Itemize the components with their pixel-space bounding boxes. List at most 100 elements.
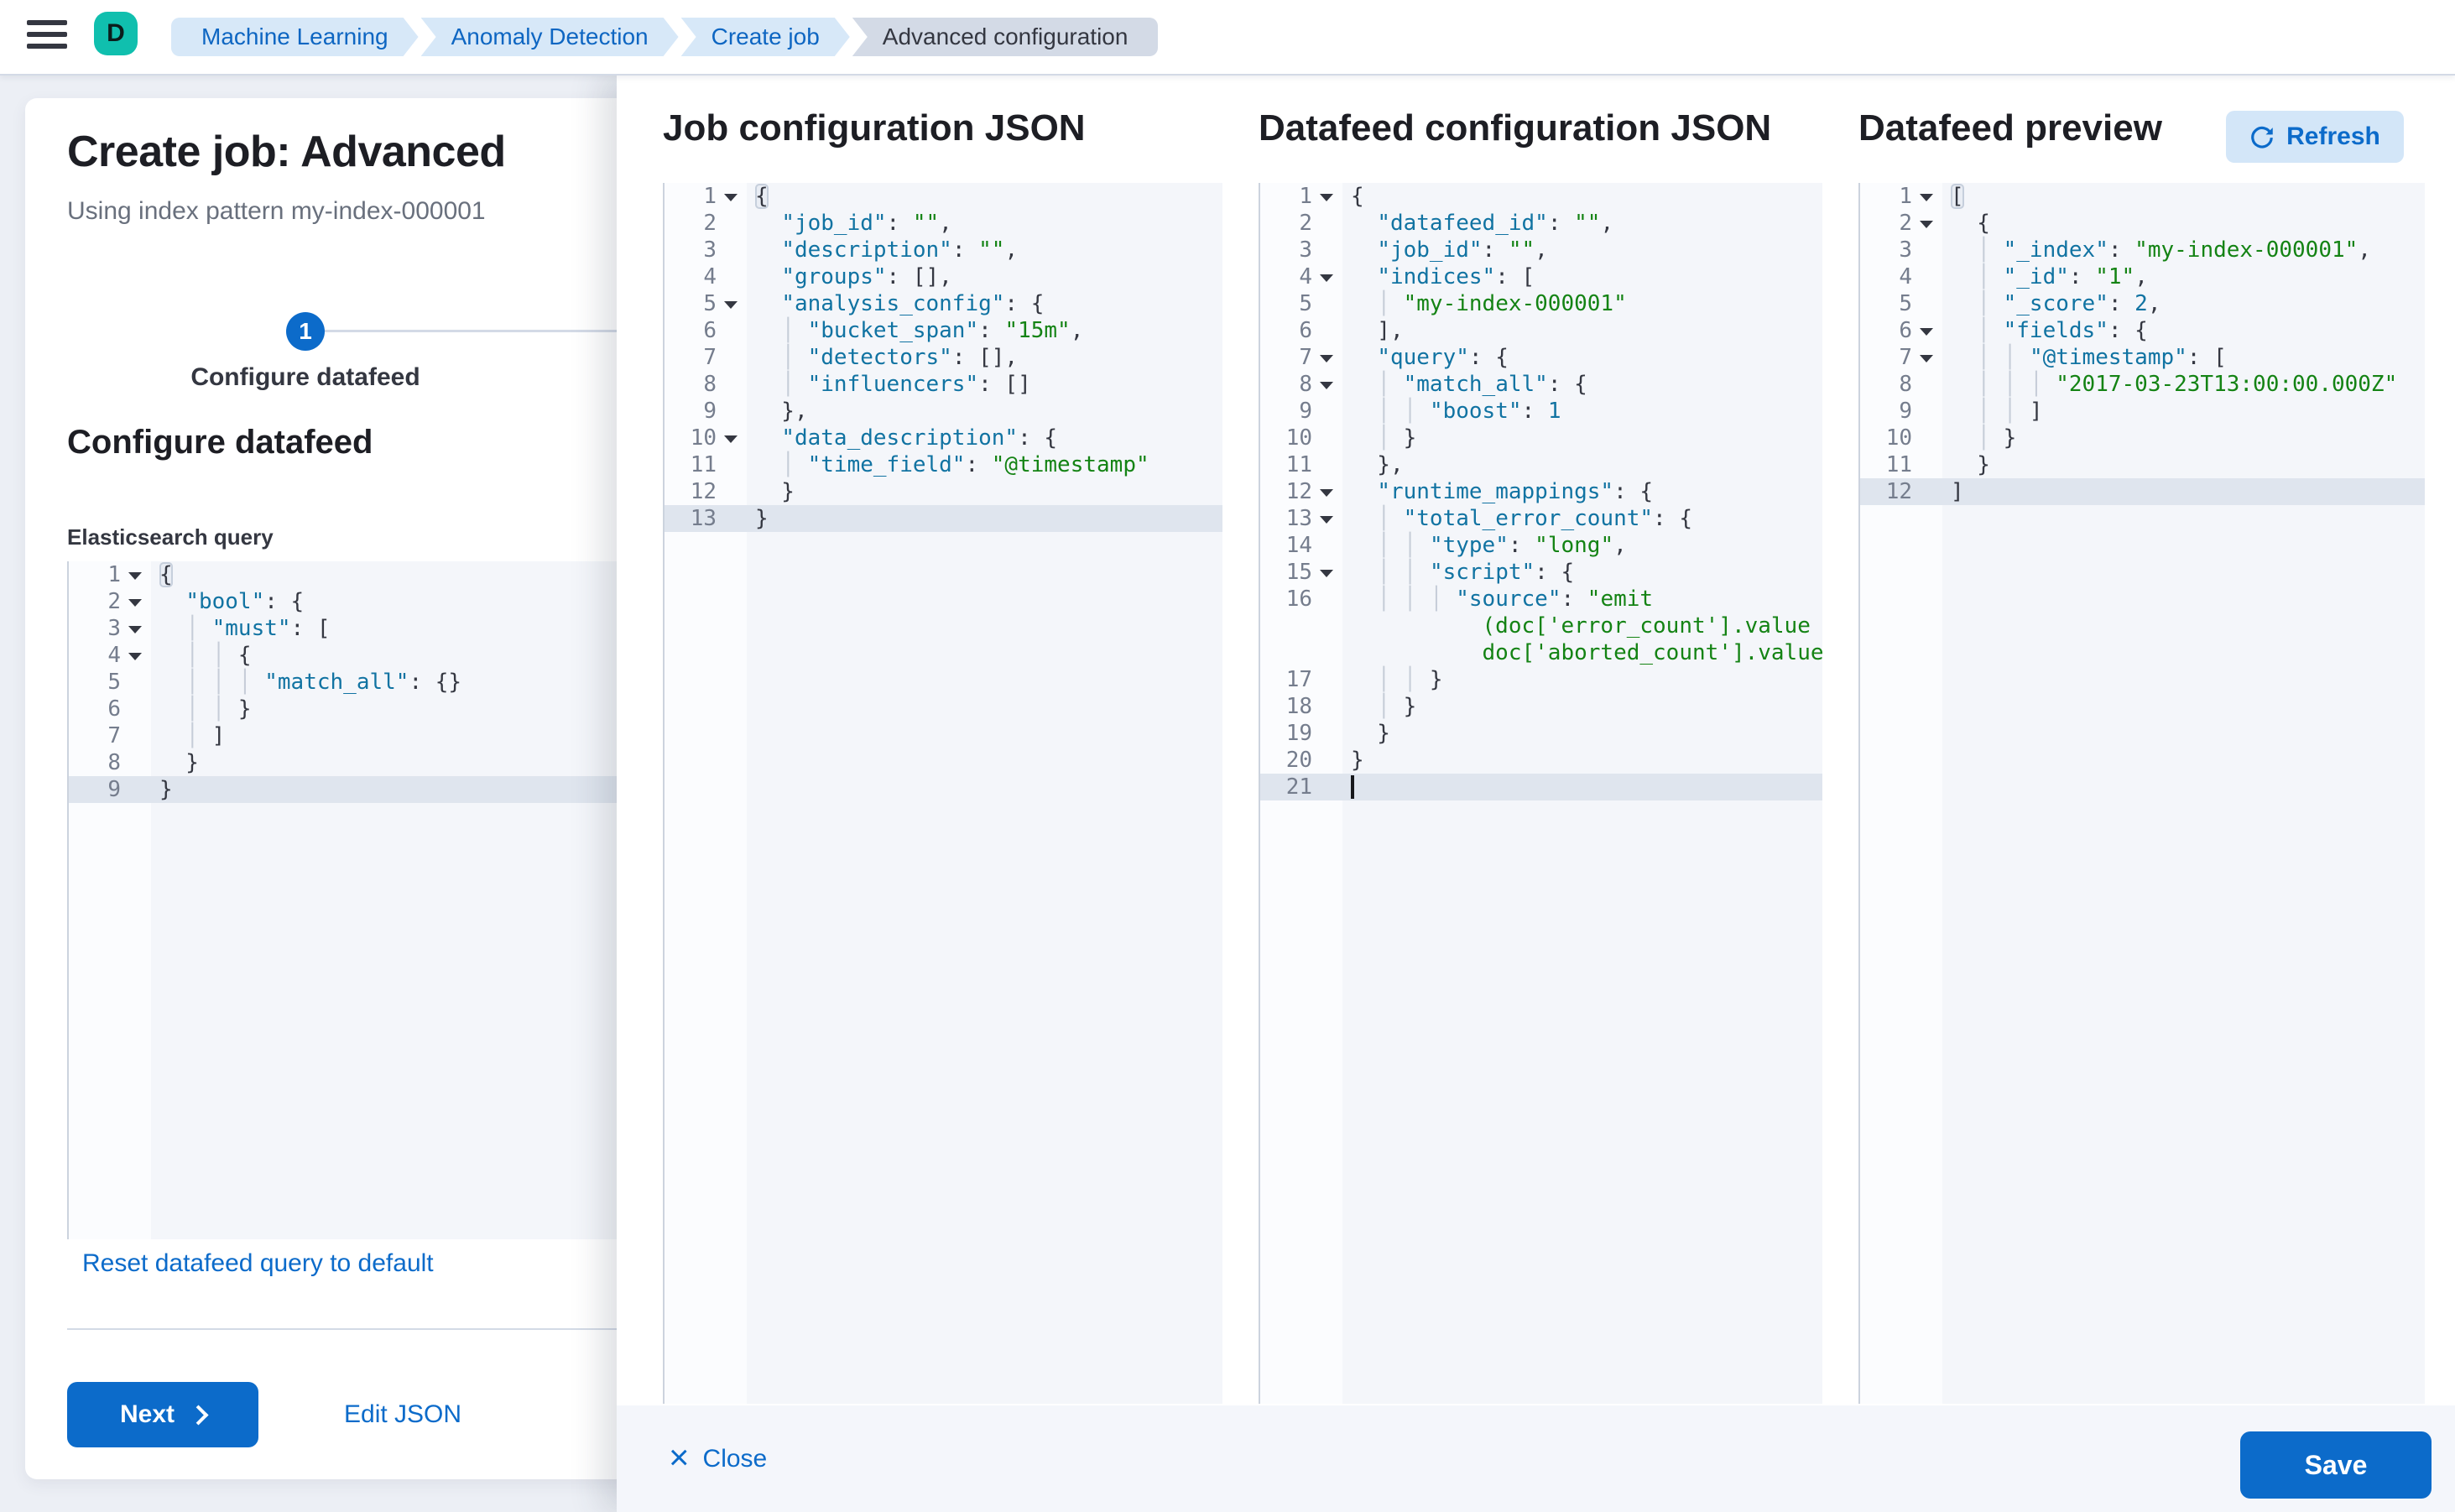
- step-1-indicator[interactable]: 1: [286, 312, 325, 351]
- code-line[interactable]: 11 │ "time_field": "@timestamp": [665, 451, 1222, 478]
- fold-arrow-icon[interactable]: [1312, 263, 1341, 290]
- datafeed-configuration-editor[interactable]: 1{2 "datafeed_id": "",3 "job_id": "",4 "…: [1259, 183, 1822, 1404]
- user-avatar[interactable]: D: [94, 12, 138, 55]
- code-line[interactable]: 10 │ }: [1860, 425, 2425, 451]
- code-line[interactable]: 12 }: [665, 478, 1222, 505]
- fold-arrow-icon[interactable]: [121, 615, 149, 642]
- code-line[interactable]: 3 │ "_index": "my-index-000001",: [1860, 237, 2425, 263]
- code-line[interactable]: 10 "data_description": {: [665, 425, 1222, 451]
- refresh-button[interactable]: Refresh: [2226, 111, 2404, 163]
- code-line[interactable]: 9 │ │ ]: [1860, 398, 2425, 425]
- code-line[interactable]: 20}: [1260, 747, 1822, 774]
- code-line[interactable]: 18 │ }: [1260, 693, 1822, 720]
- code-line[interactable]: 3 "job_id": "",: [1260, 237, 1822, 263]
- fold-arrow-icon[interactable]: [1312, 478, 1341, 505]
- job-configuration-editor[interactable]: 1{2 "job_id": "",3 "description": "",4 "…: [663, 183, 1222, 1404]
- fold-gutter: [1912, 425, 1941, 451]
- breadcrumb-machine-learning[interactable]: Machine Learning: [171, 18, 419, 56]
- fold-arrow-icon[interactable]: [1312, 183, 1341, 210]
- code-text: "analysis_config": {: [781, 291, 1045, 316]
- code-line[interactable]: 6 │ "fields": {: [1860, 317, 2425, 344]
- code-line[interactable]: 8 │ "match_all": {: [1260, 371, 1822, 398]
- code-line[interactable]: 21: [1260, 774, 1822, 800]
- code-line[interactable]: 7 │ ]: [69, 722, 618, 749]
- code-line[interactable]: 4 "groups": [],: [665, 263, 1222, 290]
- code-line[interactable]: 4 "indices": [: [1260, 263, 1822, 290]
- code-line[interactable]: 8 │ "influencers": []: [665, 371, 1222, 398]
- code-line[interactable]: (doc['error_count'].value +: [1260, 613, 1822, 639]
- code-line[interactable]: 16 │ │ │ "source": "emit: [1260, 586, 1822, 613]
- code-line[interactable]: 2 "datafeed_id": "",: [1260, 210, 1822, 237]
- code-line[interactable]: 8 }: [69, 749, 618, 776]
- code-line[interactable]: 8 │ │ │ "2017-03-23T13:00:00.000Z": [1860, 371, 2425, 398]
- code-line[interactable]: 12]: [1860, 478, 2425, 505]
- fold-arrow-icon[interactable]: [1912, 210, 1941, 237]
- fold-arrow-icon[interactable]: [121, 561, 149, 588]
- code-line[interactable]: 17 │ │ }: [1260, 666, 1822, 693]
- code-line[interactable]: 6 │ │ }: [69, 696, 618, 722]
- fold-arrow-icon[interactable]: [1912, 183, 1941, 210]
- code-line[interactable]: 2 "bool": {: [69, 588, 618, 615]
- code-line[interactable]: 9 },: [665, 398, 1222, 425]
- fold-arrow-icon[interactable]: [1312, 505, 1341, 532]
- code-line[interactable]: 3 "description": "",: [665, 237, 1222, 263]
- code-line[interactable]: 11 }: [1860, 451, 2425, 478]
- reset-datafeed-query-link[interactable]: Reset datafeed query to default: [82, 1249, 434, 1277]
- code-line[interactable]: 9}: [69, 776, 618, 803]
- fold-arrow-icon[interactable]: [717, 425, 745, 451]
- line-number: 3: [1899, 237, 1912, 263]
- breadcrumb-create-job[interactable]: Create job: [681, 18, 850, 56]
- code-line[interactable]: 7 │ │ "@timestamp": [: [1860, 344, 2425, 371]
- next-button[interactable]: Next: [67, 1382, 258, 1447]
- fold-arrow-icon[interactable]: [121, 588, 149, 615]
- code-line[interactable]: 4 │ │ {: [69, 642, 618, 669]
- code-line[interactable]: 10 │ }: [1260, 425, 1822, 451]
- code-text: │ │ │ "2017-03-23T13:00:00.000Z": [1977, 372, 2398, 397]
- fold-arrow-icon[interactable]: [1912, 317, 1941, 344]
- fold-arrow-icon[interactable]: [1912, 344, 1941, 371]
- code-line[interactable]: 12 "runtime_mappings": {: [1260, 478, 1822, 505]
- fold-arrow-icon[interactable]: [717, 183, 745, 210]
- code-line[interactable]: 19 }: [1260, 720, 1822, 747]
- code-line[interactable]: 9 │ │ "boost": 1: [1260, 398, 1822, 425]
- code-line[interactable]: 5 │ "_score": 2,: [1860, 290, 2425, 317]
- datafeed-preview-title: Datafeed preview: [1858, 107, 2162, 149]
- code-line[interactable]: 5 "analysis_config": {: [665, 290, 1222, 317]
- code-line[interactable]: 5 │ │ │ "match_all": {}: [69, 669, 618, 696]
- code-line[interactable]: 3 │ "must": [: [69, 615, 618, 642]
- code-line[interactable]: 2 "job_id": "",: [665, 210, 1222, 237]
- code-line[interactable]: 13}: [665, 505, 1222, 532]
- code-line[interactable]: 7 "query": {: [1260, 344, 1822, 371]
- save-button[interactable]: Save: [2240, 1431, 2432, 1499]
- code-line[interactable]: 1{: [665, 183, 1222, 210]
- code-line[interactable]: 1[: [1860, 183, 2425, 210]
- fold-arrow-icon[interactable]: [1312, 371, 1341, 398]
- edit-json-link[interactable]: Edit JSON: [344, 1400, 462, 1428]
- code-line[interactable]: 1{: [69, 561, 618, 588]
- code-text: },: [755, 399, 808, 424]
- code-line[interactable]: 15 │ │ "script": {: [1260, 559, 1822, 586]
- breadcrumb-anomaly-detection[interactable]: Anomaly Detection: [421, 18, 679, 56]
- code-line[interactable]: 6 │ "bucket_span": "15m",: [665, 317, 1222, 344]
- fold-arrow-icon[interactable]: [121, 642, 149, 669]
- code-text: │ │ │ "source": "emit: [1377, 587, 1654, 612]
- line-number: 11: [1285, 452, 1312, 477]
- fold-arrow-icon[interactable]: [1312, 344, 1341, 371]
- code-line[interactable]: 7 │ "detectors": [],: [665, 344, 1222, 371]
- code-line[interactable]: 4 │ "_id": "1",: [1860, 263, 2425, 290]
- code-line[interactable]: 11 },: [1260, 451, 1822, 478]
- menu-hamburger-icon[interactable]: [27, 20, 67, 54]
- fold-gutter: [1312, 613, 1341, 639]
- datafeed-preview-editor[interactable]: 1[2 {3 │ "_index": "my-index-000001",4 │…: [1858, 183, 2425, 1404]
- fold-arrow-icon[interactable]: [1312, 559, 1341, 586]
- code-line[interactable]: doc['aborted_count'].value)": [1260, 639, 1822, 666]
- elasticsearch-query-editor[interactable]: 1{2 "bool": {3 │ "must": [4 │ │ {5 │ │ │…: [67, 561, 618, 1239]
- code-line[interactable]: 6 ],: [1260, 317, 1822, 344]
- code-line[interactable]: 14 │ │ "type": "long",: [1260, 532, 1822, 559]
- code-line[interactable]: 2 {: [1860, 210, 2425, 237]
- code-line[interactable]: 13 │ "total_error_count": {: [1260, 505, 1822, 532]
- code-line[interactable]: 1{: [1260, 183, 1822, 210]
- code-line[interactable]: 5 │ "my-index-000001": [1260, 290, 1822, 317]
- close-button[interactable]: × Close: [664, 1405, 772, 1512]
- fold-arrow-icon[interactable]: [717, 290, 745, 317]
